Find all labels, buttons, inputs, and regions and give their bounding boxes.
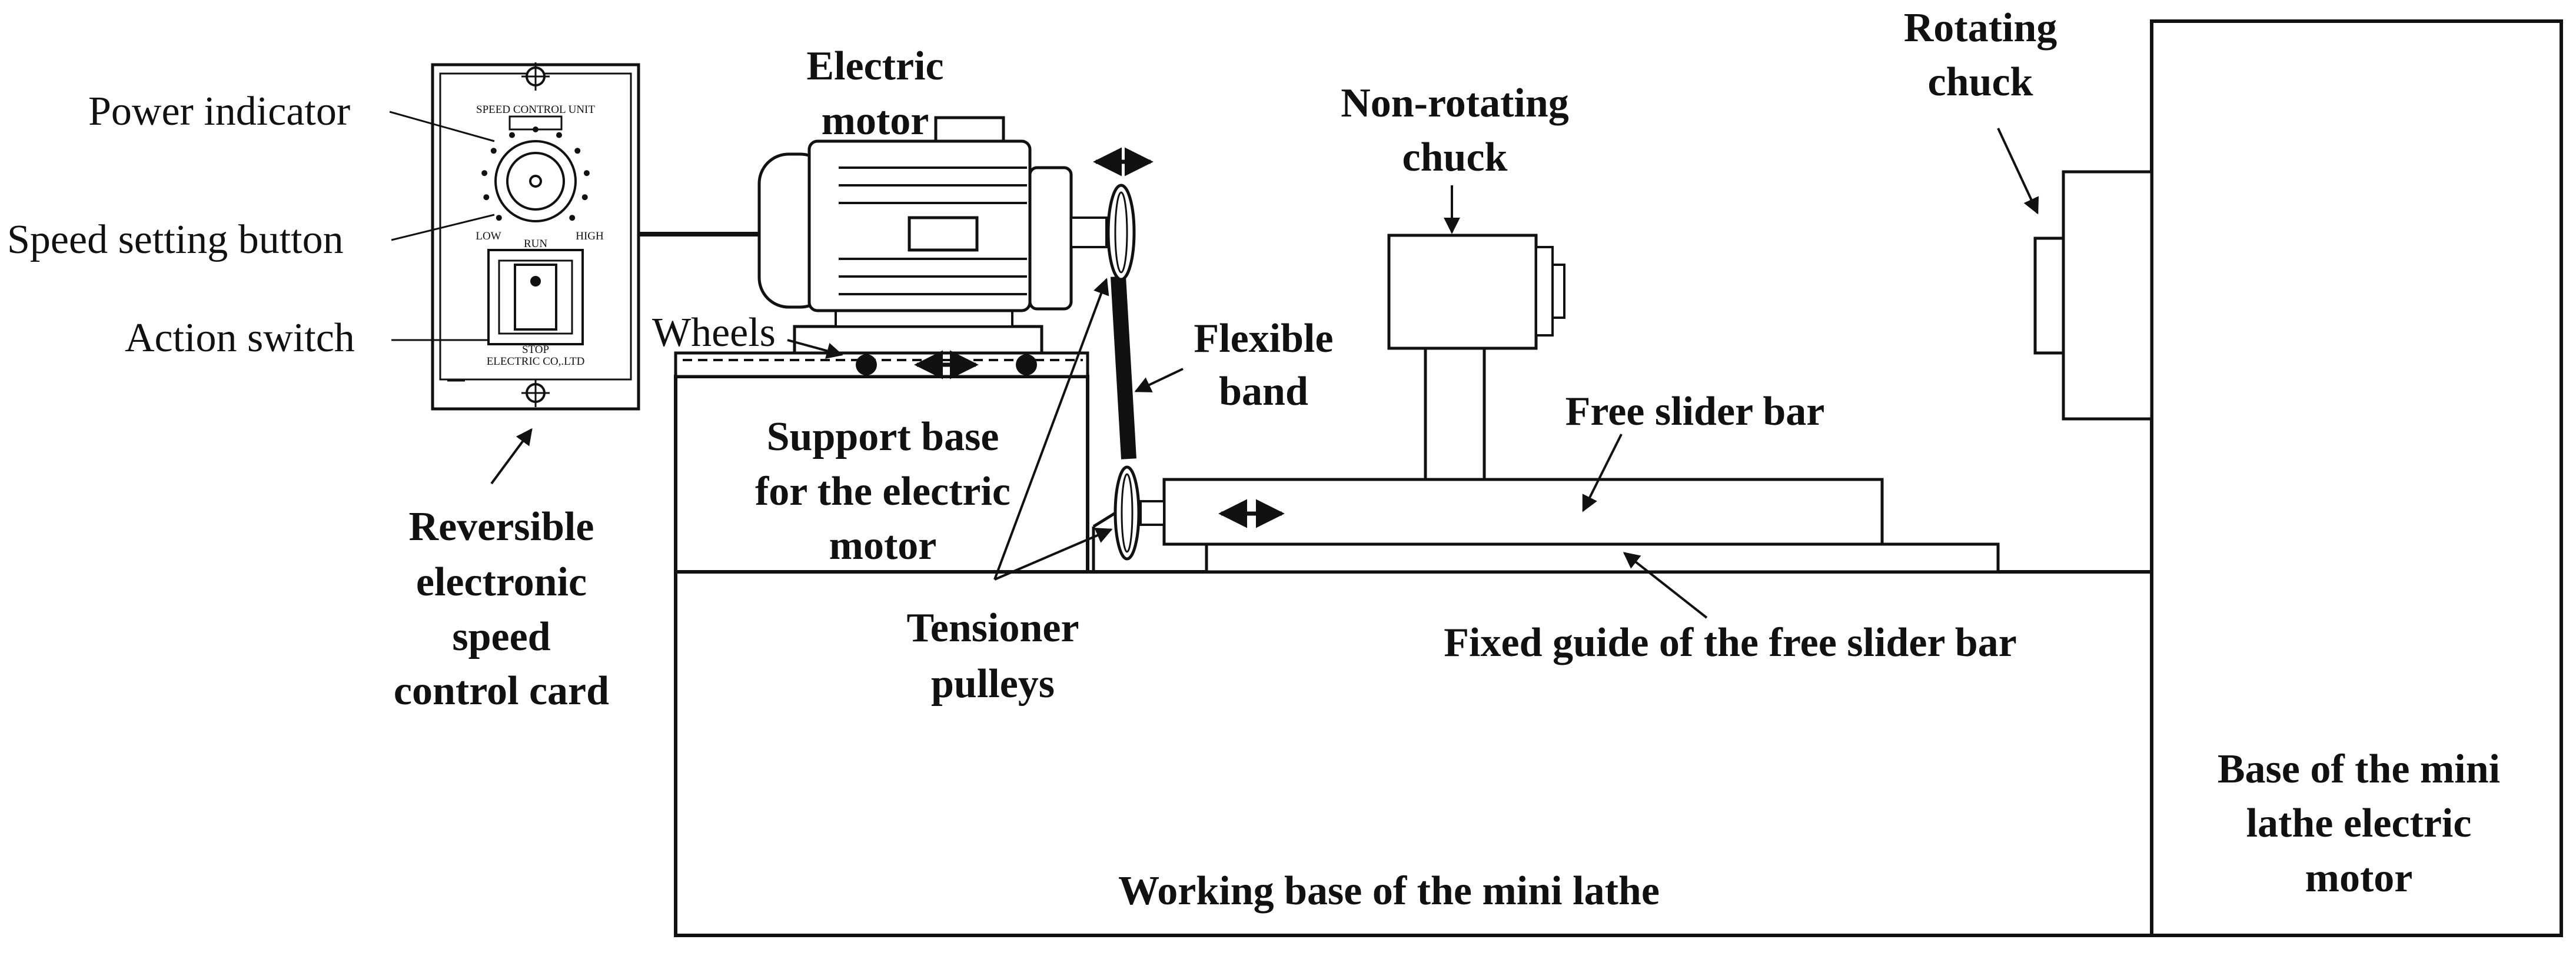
speed-control-card: SPEED CONTROL UNIT LOW RUN HIGH STOP ELE… bbox=[431, 62, 640, 411]
speed-setting-button-label: Speed setting button bbox=[7, 217, 344, 262]
tensioner-pointer-top bbox=[993, 278, 1109, 580]
wheels-label: Wheels bbox=[652, 310, 776, 355]
dial-scale-dot bbox=[509, 132, 515, 138]
reversible-card-label-3: speed bbox=[452, 614, 550, 659]
electric-motor bbox=[757, 116, 1108, 355]
free-slider-bar-label: Free slider bar bbox=[1565, 389, 1825, 434]
dial-scale-dot bbox=[556, 132, 562, 138]
flexible-band-label-1: Flexible bbox=[1194, 316, 1333, 361]
dial-scale-dot bbox=[533, 126, 539, 132]
card-low-label: LOW bbox=[476, 230, 501, 242]
power-indicator-label: Power indicator bbox=[88, 89, 350, 134]
electric-motor-label-1: Electric bbox=[806, 44, 943, 89]
card-stop-label: STOP bbox=[522, 344, 549, 356]
electric-motor-label-2: motor bbox=[822, 98, 929, 144]
motor-support-base bbox=[674, 375, 1089, 574]
rotating-chuck-jaw bbox=[2033, 236, 2065, 355]
tensioner-pulley-bottom bbox=[1114, 465, 1141, 561]
reversible-card-label-1: Reversible bbox=[409, 504, 594, 549]
non-rotating-chuck-post bbox=[1424, 347, 1486, 481]
wheels-pointer-arrow bbox=[787, 339, 843, 359]
card-maker-label: ELECTRIC CO,.LTD bbox=[487, 355, 585, 368]
tensioner-pointer-bottom bbox=[994, 528, 1113, 581]
mount-screw-bottom bbox=[521, 379, 550, 407]
working-base bbox=[674, 570, 2153, 937]
rotating-chuck-label-1: Rotating bbox=[1904, 5, 2058, 51]
wheel-right bbox=[1016, 354, 1037, 375]
fixed-guide-label: Fixed guide of the free slider bar bbox=[1444, 620, 2016, 665]
reversible-card-label-4: control card bbox=[394, 668, 609, 714]
flexible-band bbox=[1111, 276, 1136, 459]
card-run-label: RUN bbox=[524, 238, 547, 250]
dial-scale-dot bbox=[574, 148, 581, 154]
dial-scale-dot bbox=[583, 170, 590, 176]
tensioner-pulley-top bbox=[1106, 184, 1136, 281]
non-rotating-chuck bbox=[1387, 234, 1538, 350]
flexible-band-label-2: band bbox=[1219, 369, 1308, 414]
slider-stub bbox=[1139, 500, 1165, 526]
fixed-guide-pointer bbox=[1623, 552, 1708, 619]
lathe-motor-base-label-2: lathe electric bbox=[2246, 801, 2472, 846]
non-rotating-chuck-label-2: chuck bbox=[1402, 135, 1508, 180]
tensioner-pulleys-label-1: Tensioner bbox=[906, 605, 1079, 651]
card-unit-title: SPEED CONTROL UNIT bbox=[476, 104, 595, 116]
mount-screw-top bbox=[521, 62, 550, 91]
working-base-label: Working base of the mini lathe bbox=[1118, 868, 1660, 914]
wheel-left bbox=[856, 354, 877, 375]
dial-scale-dot bbox=[581, 194, 588, 201]
support-base-label-3: motor bbox=[829, 523, 937, 568]
dial-scale-dot bbox=[496, 215, 502, 221]
card-high-label: HIGH bbox=[576, 230, 604, 242]
dial-scale-dot bbox=[483, 194, 490, 201]
non-rotating-chuck-face bbox=[1535, 246, 1554, 337]
rotating-chuck bbox=[2062, 170, 2153, 421]
fixed-guide bbox=[1205, 542, 2000, 574]
action-switch bbox=[487, 249, 584, 345]
dial-scale-dot bbox=[569, 215, 576, 221]
support-base-label-1: Support base bbox=[767, 414, 999, 459]
band-pointer-arrow bbox=[1134, 368, 1184, 392]
lathe-motor-base-label-3: motor bbox=[2305, 855, 2413, 901]
non-rotating-chuck-label-1: Non-rotating bbox=[1341, 81, 1569, 126]
action-switch-label: Action switch bbox=[125, 315, 355, 361]
lathe-motor-base-label-1: Base of the mini bbox=[2218, 747, 2500, 792]
non-rotating-chuck-jaw bbox=[1551, 264, 1565, 319]
reversible-card-label-2: electronic bbox=[416, 559, 587, 605]
support-base-label-2: for the electric bbox=[755, 469, 1011, 514]
rotating-chuck-pointer bbox=[1997, 128, 2039, 215]
dial-scale-dot bbox=[490, 148, 497, 154]
slider-bar-pointer bbox=[1582, 434, 1623, 512]
dial-scale-dots bbox=[481, 126, 590, 221]
lathe-motor-base bbox=[2150, 19, 2563, 937]
card-pointer-arrow bbox=[490, 428, 533, 485]
dial-scale-dot bbox=[481, 170, 488, 176]
rotating-chuck-label-2: chuck bbox=[1928, 59, 2033, 105]
tensioner-pulleys-label-2: pulleys bbox=[931, 661, 1055, 707]
speed-setting-dial bbox=[494, 140, 577, 222]
